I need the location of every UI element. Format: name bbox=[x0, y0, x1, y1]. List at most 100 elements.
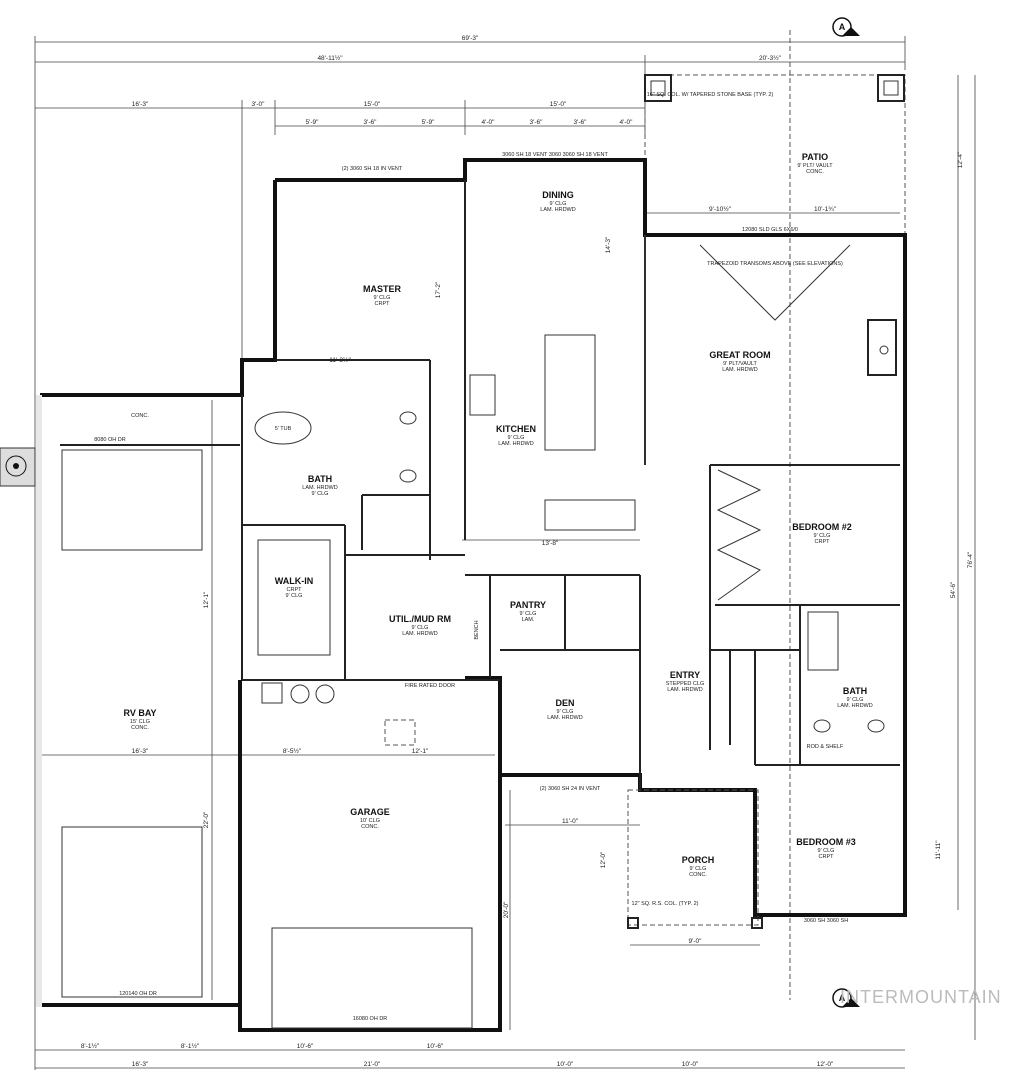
interior-walls bbox=[61, 180, 900, 1029]
room-util: UTIL./MUD RM 9' CLG LAM. HRDWD bbox=[389, 614, 451, 637]
svg-text:STEPPED CLG: STEPPED CLG bbox=[666, 681, 705, 687]
svg-text:10' CLG: 10' CLG bbox=[360, 818, 380, 824]
watermark: INTERMOUNTAIN bbox=[840, 987, 1002, 1007]
dim-9-0: 9'-0" bbox=[689, 938, 703, 945]
rv-door-note: 120140 OH DR bbox=[119, 991, 157, 997]
conc-note: CONC. bbox=[131, 413, 149, 419]
dim-9-10: 9'-10½" bbox=[709, 205, 732, 213]
room-kitchen: KITCHEN 9' CLG LAM. HRDWD bbox=[496, 424, 536, 447]
svg-text:LAM. HRDWD: LAM. HRDWD bbox=[667, 687, 702, 693]
room-walk-in: WALK-IN CRPT 9' CLG bbox=[275, 576, 314, 599]
svg-text:ENTRY: ENTRY bbox=[670, 670, 700, 680]
svg-text:CRPT: CRPT bbox=[375, 301, 391, 307]
dim-5-9b: 5'-9" bbox=[422, 119, 436, 126]
room-pantry: PANTRY 9' CLG LAM. bbox=[510, 600, 546, 623]
svg-text:9' CLG: 9' CLG bbox=[312, 491, 329, 497]
svg-text:RV BAY: RV BAY bbox=[123, 708, 156, 718]
svg-text:LAM. HRDWD: LAM. HRDWD bbox=[402, 631, 437, 637]
svg-text:LAM. HRDWD: LAM. HRDWD bbox=[540, 207, 575, 213]
svg-text:9' CLG: 9' CLG bbox=[557, 709, 574, 715]
svg-text:CRPT: CRPT bbox=[815, 539, 831, 545]
svg-text:BATH: BATH bbox=[843, 686, 867, 696]
porch-col-note: 12" SQ. R.S. COL. (TYP. 2) bbox=[632, 901, 699, 907]
svg-text:BEDROOM #3: BEDROOM #3 bbox=[796, 837, 856, 847]
dim-11-11: 11'-11" bbox=[935, 840, 942, 860]
dim-left-run: 48'-11½" bbox=[317, 54, 343, 62]
svg-text:9' CLG: 9' CLG bbox=[847, 697, 864, 703]
dim-13-8: 13'-8" bbox=[542, 540, 559, 547]
room-master: MASTER 9' CLG CRPT bbox=[363, 284, 402, 307]
room-patio: PATIO 9' PLT/ VAULT CONC. bbox=[797, 152, 833, 175]
room-den: DEN 9' CLG LAM. HRDWD bbox=[547, 698, 582, 721]
svg-text:PATIO: PATIO bbox=[802, 152, 828, 162]
svg-text:LAM. HRDWD: LAM. HRDWD bbox=[302, 485, 337, 491]
dim-16-3b: 16'-3" bbox=[132, 748, 149, 755]
range bbox=[469, 374, 496, 416]
room-porch: PORCH 9' CLG CONC. bbox=[682, 855, 715, 878]
dim-17-2: 17'-2" bbox=[435, 281, 442, 298]
svg-text:CRPT: CRPT bbox=[287, 587, 303, 593]
dim-b-8-1a: 8'-1½" bbox=[81, 1042, 100, 1050]
svg-text:CRPT: CRPT bbox=[819, 854, 835, 860]
br3-window-note: 3060 SH 3060 SH bbox=[804, 918, 848, 924]
master-tub bbox=[254, 411, 312, 445]
svg-text:CONC.: CONC. bbox=[131, 725, 149, 731]
room-garage: GARAGE 10' CLG CONC. bbox=[350, 807, 390, 830]
room-master-bath: BATH LAM. HRDWD 9' CLG bbox=[302, 474, 337, 497]
svg-text:LAM.: LAM. bbox=[522, 617, 535, 623]
dim-12-0: 12'-0" bbox=[600, 851, 607, 868]
dim-b-16-3: 16'-3" bbox=[132, 1061, 149, 1068]
svg-text:GARAGE: GARAGE bbox=[350, 807, 390, 817]
garage-door-note: 16080 OH DR bbox=[353, 1016, 388, 1022]
sun-symbol bbox=[0, 447, 36, 487]
dim-3-6b: 3'-6" bbox=[530, 119, 544, 126]
fire-door-note: FIRE RATED DOOR bbox=[405, 683, 455, 689]
bench-note: BENCH bbox=[474, 620, 480, 639]
svg-text:9' CLG: 9' CLG bbox=[690, 866, 707, 872]
svg-text:LAM. HRDWD: LAM. HRDWD bbox=[722, 367, 757, 373]
svg-text:CONC.: CONC. bbox=[689, 872, 707, 878]
dim-right-run: 20'-3½" bbox=[759, 54, 782, 62]
dim-4-0a: 4'-0" bbox=[482, 119, 496, 126]
dim-11-0: 11'-0" bbox=[562, 818, 579, 825]
svg-text:9' CLG: 9' CLG bbox=[818, 848, 835, 854]
dim-16-3: 16'-3" bbox=[132, 101, 149, 108]
interior-dimensions: 12'-1" 22'-0" 20'-0" 12'-0" 16'-3" 8'-5½… bbox=[40, 205, 900, 1030]
dim-15-0b: 15'-0" bbox=[550, 101, 567, 108]
dim-20-0: 20'-0" bbox=[503, 901, 510, 918]
transom-note: TRAPEZOID TRANSOMS ABOVE (SEE ELEVATIONS… bbox=[707, 261, 843, 267]
stone-column-left bbox=[644, 74, 672, 102]
dim-b-10-0b: 10'-0" bbox=[682, 1061, 699, 1068]
svg-text:GREAT ROOM: GREAT ROOM bbox=[709, 350, 770, 360]
dim-4-0b: 4'-0" bbox=[620, 119, 634, 126]
dim-5-9a: 5'-9" bbox=[306, 119, 320, 126]
stone-column-right bbox=[877, 74, 905, 102]
kitchen-counter bbox=[544, 499, 636, 531]
dim-3-6c: 3'-6" bbox=[574, 119, 588, 126]
room-rv-bay: RV BAY 15' CLG CONC. bbox=[123, 708, 156, 731]
patio-area: 16" SQ. COL. W/ TAPERED STONE BASE (TYP.… bbox=[644, 30, 906, 1000]
svg-text:MASTER: MASTER bbox=[363, 284, 402, 294]
svg-text:LAM. HRDWD: LAM. HRDWD bbox=[498, 441, 533, 447]
room-entry: ENTRY STEPPED CLG LAM. HRDWD bbox=[666, 670, 705, 693]
dim-12-1b: 12'-1" bbox=[412, 748, 429, 755]
section-marker-bottom: A bbox=[832, 988, 860, 1008]
svg-text:LAM. HRDWD: LAM. HRDWD bbox=[547, 715, 582, 721]
side-door-note: 8080 OH DR bbox=[94, 437, 126, 443]
svg-text:9' CLG: 9' CLG bbox=[374, 295, 391, 301]
svg-text:DEN: DEN bbox=[555, 698, 574, 708]
dim-b-8-1b: 8'-1½" bbox=[181, 1042, 200, 1050]
svg-text:LAM. HRDWD: LAM. HRDWD bbox=[837, 703, 872, 709]
room-dining: DINING 9' CLG LAM. HRDWD bbox=[540, 190, 575, 213]
slider-note: 12080 SLD GLS 6X6/0 bbox=[742, 227, 798, 233]
column-note: 16" SQ. COL. W/ TAPERED STONE BASE (TYP.… bbox=[647, 92, 774, 98]
svg-text:9' PLT/ VAULT: 9' PLT/ VAULT bbox=[797, 163, 833, 169]
master-window-note: (2) 3060 SH 18 IN VENT bbox=[342, 166, 403, 172]
den-window-note: (2) 3060 SH 24 IN VENT bbox=[540, 786, 601, 792]
svg-text:DINING: DINING bbox=[542, 190, 574, 200]
room-bedroom-2: BEDROOM #2 9' CLG CRPT bbox=[792, 522, 852, 545]
right-dimensions: 12'-4" 76'-4" 54'-6" 11'-11" bbox=[935, 75, 976, 1040]
svg-text:PORCH: PORCH bbox=[682, 855, 715, 865]
svg-text:9' PLT/VAULT: 9' PLT/VAULT bbox=[723, 361, 757, 367]
svg-text:CONC.: CONC. bbox=[806, 169, 824, 175]
